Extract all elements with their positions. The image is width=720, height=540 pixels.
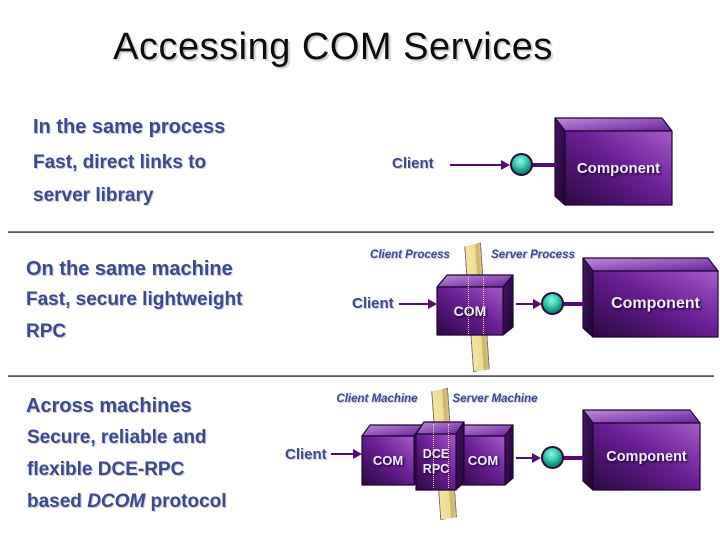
- section2-strip-dotted-line-right: [483, 277, 484, 334]
- section2-client-process-label: Client Process: [370, 249, 450, 261]
- desc3-pre: based: [27, 491, 88, 512]
- section2-arrow1-line: [399, 303, 429, 305]
- dce-line: DCE: [422, 447, 450, 461]
- cube-front-face: [436, 286, 504, 336]
- cube-top-face: [582, 257, 719, 272]
- cube-front-face: [564, 130, 673, 206]
- section3-arrow2-line: [516, 457, 533, 459]
- section2-strip-dotted-line-left: [468, 277, 469, 334]
- section1-connector-line: [531, 163, 557, 167]
- section3-dce-rpc-box-3d: [415, 421, 465, 491]
- section2-connector-line: [562, 302, 585, 306]
- section3-strip-dotted-line-right: [448, 424, 449, 488]
- section3-strip-dotted-line-left: [433, 424, 434, 488]
- cube-side-face: [554, 117, 566, 206]
- section1-component-box-3d: [554, 117, 673, 206]
- cube-top-face: [436, 274, 514, 288]
- cube-top-face: [582, 409, 701, 424]
- cube-front-face: [361, 435, 415, 486]
- desc3-post: protocol: [145, 491, 227, 512]
- cube-front-face: [592, 422, 701, 491]
- section1-connection-ball-icon: [510, 153, 533, 176]
- cube-side-face: [582, 409, 594, 491]
- section2-desc-line2: RPC: [26, 321, 67, 342]
- section1-heading: In the same process: [33, 116, 226, 138]
- section3-com-right-box-3d: [454, 424, 514, 486]
- section3-server-machine-label: Server Machine: [452, 393, 538, 405]
- section1-component-label: Component: [576, 159, 661, 177]
- section3-client-label: Client: [285, 446, 327, 463]
- section2-connection-ball-icon: [541, 292, 564, 315]
- section1-desc-line1: Fast, direct links to: [33, 152, 207, 173]
- section1-arrowhead-icon: [501, 160, 510, 170]
- section2-heading: On the same machine: [26, 258, 233, 280]
- section2-arrow2-line: [516, 303, 538, 305]
- section2-com-box-3d: [436, 274, 514, 336]
- cube-front-face: [592, 270, 719, 338]
- rpc-line: RPC: [422, 462, 450, 476]
- section3-connector-line: [562, 456, 585, 460]
- separator-line-2: [8, 375, 714, 377]
- section2-component-label: Component: [611, 295, 700, 312]
- section3-com-right-label: COM: [467, 453, 499, 468]
- section3-arrow1-line: [331, 453, 355, 455]
- section3-com-left-label: COM: [372, 453, 404, 468]
- section3-dce-rpc-label: DCE RPC: [416, 434, 456, 490]
- slide-title: Accessing COM Services: [113, 26, 553, 68]
- cube-top-face: [361, 424, 423, 437]
- section3-arrowhead2-icon: [532, 453, 541, 463]
- section1-arrow-line: [450, 164, 502, 166]
- section3-desc-line1: Secure, reliable and: [27, 427, 207, 448]
- section3-desc-line3: based DCOM protocol: [27, 491, 227, 513]
- section1-desc-line2: server library: [33, 185, 154, 206]
- section3-component-box-3d: [582, 409, 701, 491]
- section2-com-label: COM: [453, 303, 487, 319]
- desc3-dcom-italic: DCOM: [87, 491, 146, 512]
- section3-connection-ball-icon: [541, 446, 564, 469]
- section2-server-process-label: Server Process: [491, 249, 575, 261]
- section1-client-label: Client: [392, 155, 434, 172]
- separator-line-1: [8, 231, 714, 233]
- section2-arrowhead1-icon: [428, 299, 437, 309]
- section3-component-label: Component: [606, 448, 687, 465]
- section2-desc-line1: Fast, secure lightweight: [26, 289, 243, 310]
- section3-client-machine-label: Client Machine: [336, 393, 418, 405]
- section2-client-label: Client: [352, 295, 394, 312]
- cube-side-face: [582, 257, 594, 338]
- cube-front-face: [415, 433, 457, 491]
- section3-arrowhead1-icon: [353, 449, 362, 459]
- cube-top-face: [554, 117, 673, 132]
- section2-arrowhead2-icon: [533, 299, 542, 309]
- section3-desc-line2: flexible DCE-RPC: [27, 459, 185, 480]
- section3-heading: Across machines: [26, 395, 192, 417]
